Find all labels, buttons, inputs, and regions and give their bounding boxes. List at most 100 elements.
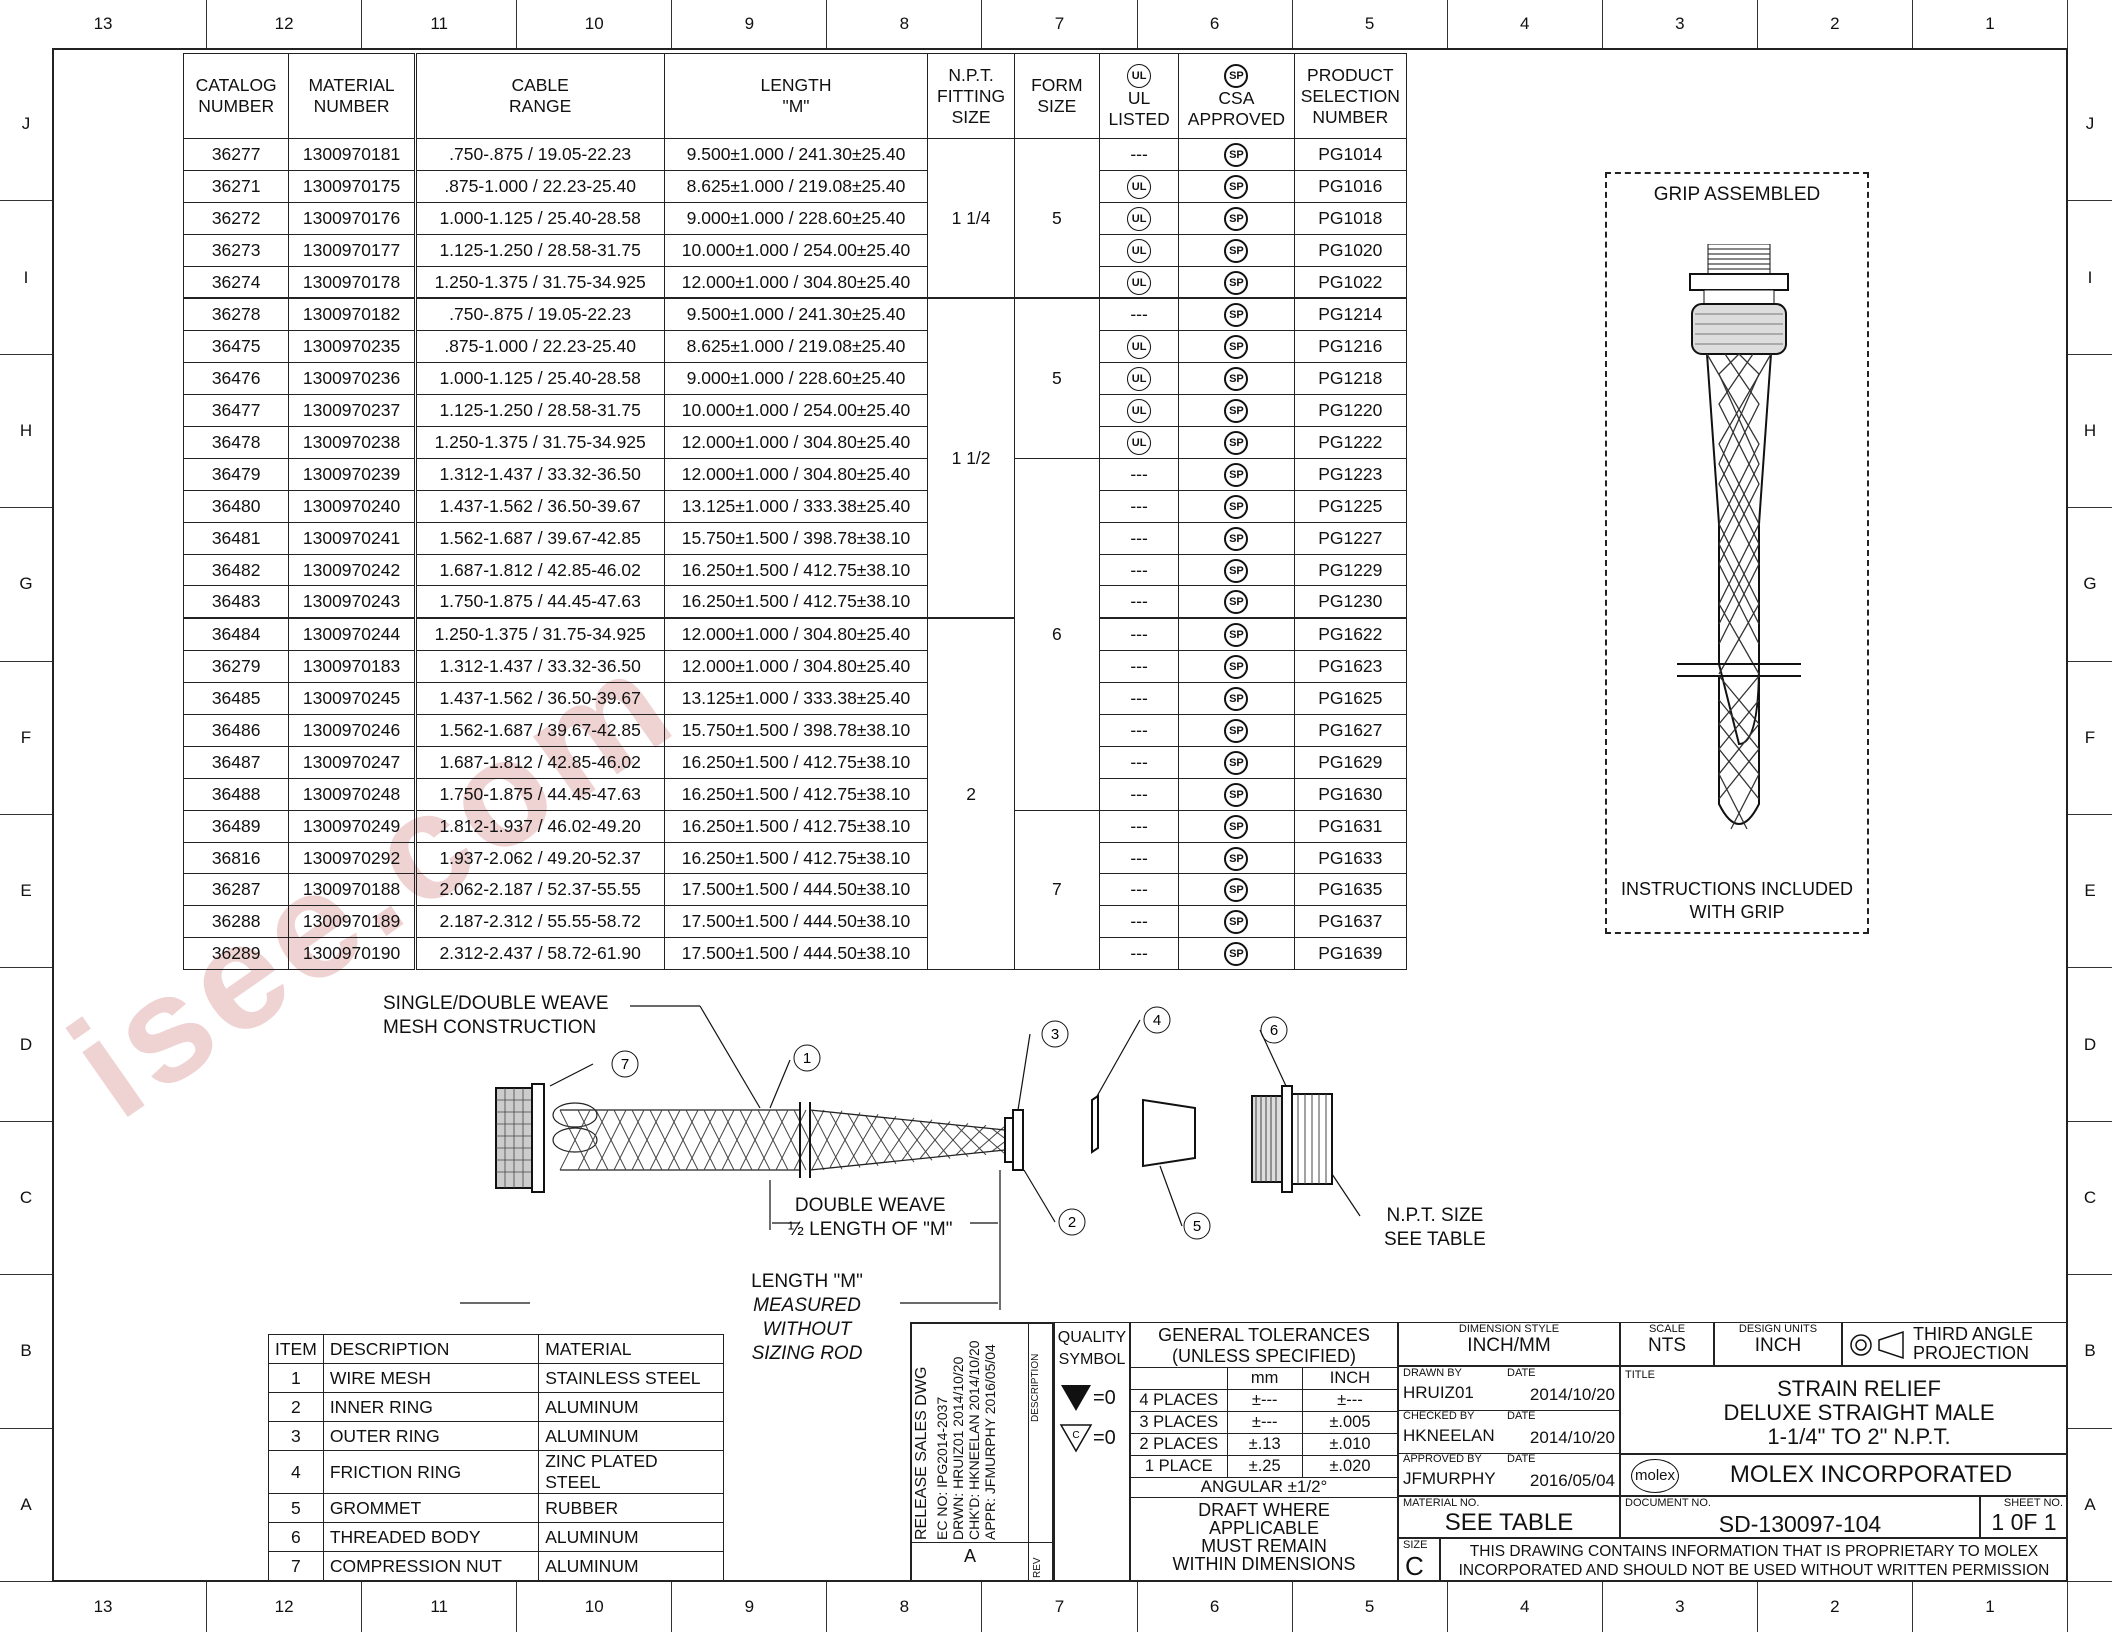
cable-range: 1.437-1.562 / 36.50-39.67 [413,489,665,523]
proprietary-note: THIS DRAWING CONTAINS INFORMATION THAT I… [1441,1542,2067,1580]
product-selection-number: PG1623 [1293,650,1408,684]
double-weave-line1: DOUBLE WEAVE [794,1195,946,1216]
material-number: 1300970178 [288,265,416,299]
zone-column-label: 3 [1603,1582,1758,1632]
cable-range: 2.062-2.187 / 52.37-55.55 [413,873,665,907]
length-m: 9.500±1.000 / 241.30±25.40 [663,138,929,171]
catalog-number: 36482 [182,553,290,587]
title-line2: DELUXE STRAIGHT MALE [1723,1400,1995,1425]
title-label: TITLE [1625,1369,1655,1381]
grip-note-line2: WITH GRIP [1689,902,1785,922]
tol-mm: ±.13 [1226,1433,1303,1456]
ul-not-listed: --- [1098,777,1180,811]
tol-places: 3 PLACES [1130,1411,1228,1434]
ul-not-listed: --- [1098,937,1180,971]
tol-mm: ±--- [1226,1411,1303,1434]
balloon-callout [611,1050,639,1078]
sheet-no-label: SHEET NO. [2003,1497,2063,1509]
length-m: 15.750±1.500 / 398.78±38.10 [663,714,929,747]
company-box: molex MOLEX INCORPORATED [1620,1454,2068,1496]
material-number: 1300970177 [288,233,416,267]
csa-approved-icon: SP [1178,201,1295,235]
product-selection-number: PG1014 [1293,138,1408,171]
tol-inch: ±.005 [1301,1411,1399,1434]
csa-approved-icon: SP [1178,362,1295,396]
material-no-box: MATERIAL NO. SEE TABLE [1398,1496,1620,1538]
length-m: 16.250±1.500 / 412.75±38.10 [663,777,929,811]
csa-approved-icon: SP [1178,682,1295,716]
zone-row-label: F [2068,662,2112,815]
material-no-label: MATERIAL NO. [1403,1497,1480,1509]
zone-column-label: 10 [517,0,673,48]
balloon-callout [793,1044,821,1072]
title-line1: STRAIN RELIEF [1777,1376,1941,1401]
bom-material: STAINLESS STEEL [538,1363,724,1393]
form-size: 6 [1013,457,1100,811]
bom-material: ZINC PLATED STEEL [538,1450,724,1494]
csa-approved-icon: SP [1178,297,1295,332]
material-number: 1300970183 [288,650,416,684]
product-selection-number: PG1222 [1293,426,1408,459]
zone-column-label: 1 [1913,1582,2068,1632]
projection-line1: THIRD ANGLE [1913,1324,2034,1344]
quality-symbol-box: QUALITY SYMBOL =0 C=0 [1054,1322,1130,1582]
product-selection-number: PG1214 [1293,297,1408,332]
tol-header-mm: mm [1226,1367,1303,1390]
catalog-number: 36278 [182,297,290,332]
zone-column-label: 2 [1758,1582,1913,1632]
material-number: 1300970249 [288,809,416,843]
material-number: 1300970242 [288,553,416,587]
catalog-number: 36277 [182,138,290,171]
revision-line: EC NO: IPG2014-2037 [934,1396,950,1540]
csa-approved-icon: SP [1178,745,1295,779]
material-number: 1300970181 [288,138,416,171]
material-number: 1300970236 [288,362,416,396]
csa-approved-icon: SP [1178,937,1295,971]
zone-column-label: 6 [1138,0,1293,48]
length-m: 12.000±1.000 / 304.80±25.40 [663,617,929,652]
ul-not-listed: --- [1098,553,1180,587]
quality-symbol-2: C=0 [1059,1423,1116,1453]
csa-approved-icon: SP [1178,585,1295,619]
grip-note-line1: INSTRUCTIONS INCLUDED [1620,879,1853,899]
csa-approved-icon: SP [1178,457,1295,491]
approval-date: 2014/10/20 [1529,1385,1615,1404]
zone-row-label: E [2068,815,2112,969]
length-m: 9.500±1.000 / 241.30±25.40 [663,297,929,332]
npt-fitting-size: 1 1/2 [927,297,1015,619]
csa-approved-icon: SP [1178,809,1295,843]
document-no-label: DOCUMENT NO. [1625,1497,1711,1509]
material-number: 1300970235 [288,330,416,364]
zone-column-label: 11 [362,0,518,48]
drawing-title: STRAIN RELIEF DELUXE STRAIGHT MALE 1-1/4… [1659,1377,2059,1449]
zone-column-label: 2 [1758,0,1913,48]
zone-column-label: 10 [517,1582,673,1632]
zone-column-label: 8 [827,0,983,48]
zone-column-label: 11 [362,1582,518,1632]
bom-item: 5 [268,1493,324,1523]
catalog-number: 36274 [182,265,290,299]
zone-column-label: 6 [1138,1582,1293,1632]
date-label: DATE [1507,1410,1536,1422]
product-selection-number: PG1630 [1293,777,1408,811]
draft-line1: DRAFT WHERE [1198,1500,1330,1520]
catalog-header: LENGTH"M" [663,53,929,139]
zone-column-label: 3 [1603,0,1758,48]
cable-range: 1.000-1.125 / 25.40-28.58 [413,362,665,396]
catalog-number: 36476 [182,362,290,396]
tol-places: 1 PLACE [1130,1455,1228,1478]
zone-column-label: 7 [982,1582,1138,1632]
ul-not-listed: --- [1098,650,1180,684]
weave-label-line2: MESH CONSTRUCTION [383,1017,597,1038]
